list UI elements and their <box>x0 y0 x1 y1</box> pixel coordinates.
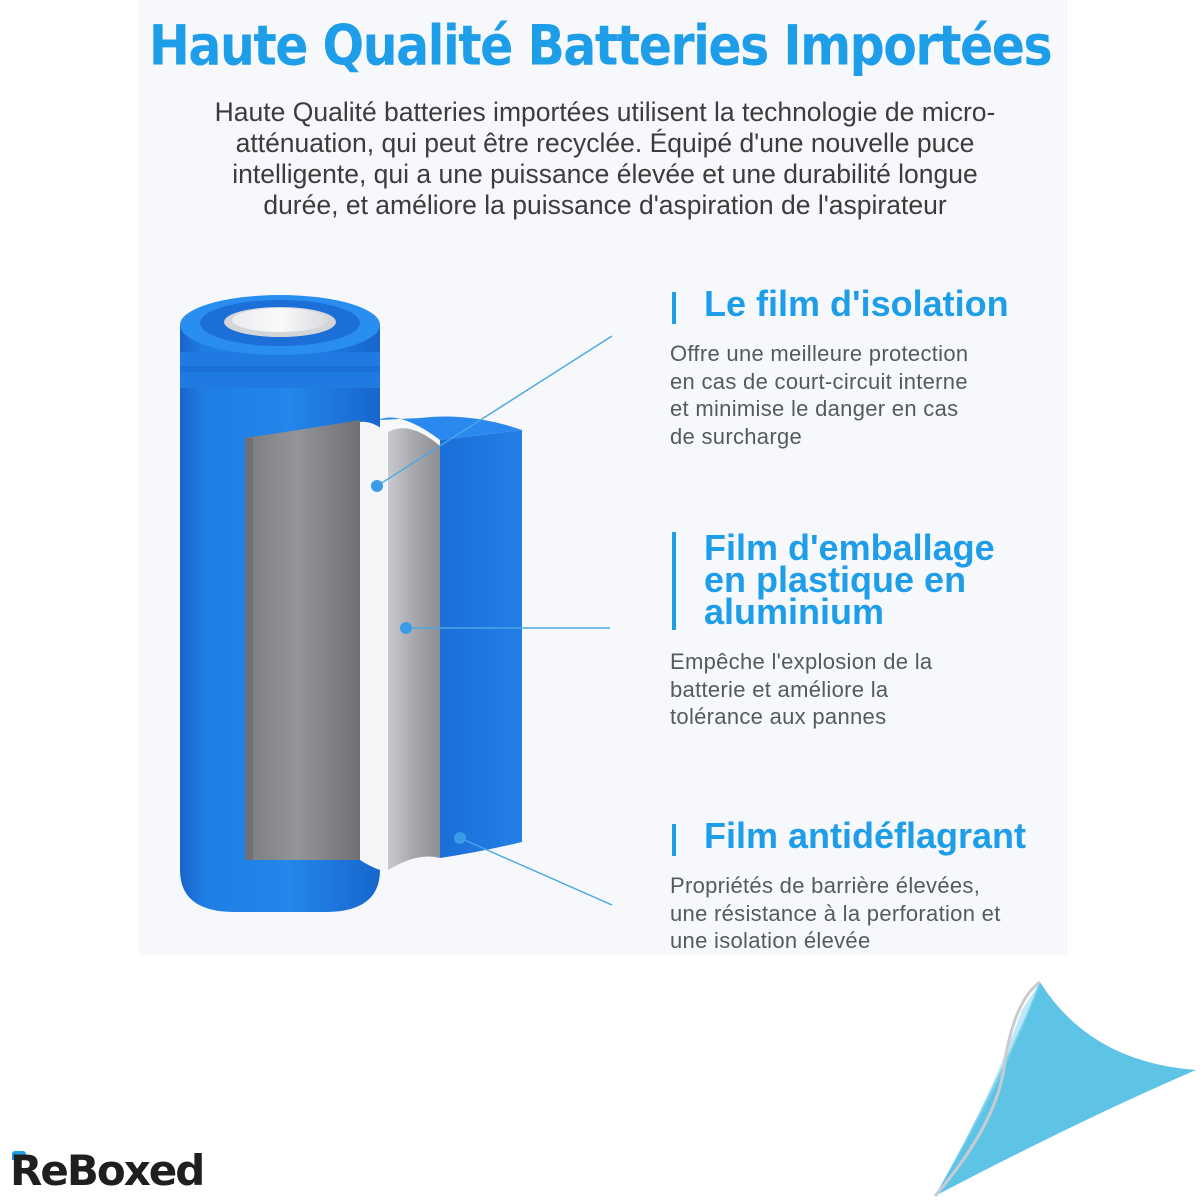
feature-description: Empêche l'explosion de la batterie et am… <box>670 648 1070 731</box>
feature-description-line: et minimise le danger en cas <box>670 396 959 421</box>
feature-aluminium-plastic-film: Film d'emballage en plastique en alumini… <box>670 527 1070 731</box>
feature-explosion-proof-film: Film antidéflagrant Propriétés de barriè… <box>670 815 1070 955</box>
feature-description-line: en cas de court-circuit interne <box>670 368 968 394</box>
accent-bar <box>672 532 676 630</box>
page-headline: Haute Qualité Batteries Importées <box>148 14 1053 78</box>
feature-description: Propriétés de barrière élevées, une rési… <box>670 872 1070 955</box>
feature-title: Le film d'isolation <box>704 283 1070 324</box>
feature-title-line: Film d'emballage <box>704 527 995 568</box>
feature-description-line: Empêche l'explosion de la <box>670 649 933 674</box>
feature-title-line: aluminium <box>704 591 885 632</box>
feature-title: Film d'emballage en plastique en alumini… <box>704 527 1070 632</box>
accent-bar <box>672 292 676 324</box>
feature-description-line: Offre une meilleure protection <box>670 341 969 366</box>
intro-line: atténuation, qui peut être recyclée. Équ… <box>235 128 975 158</box>
feature-title-line: Le film d'isolation <box>704 283 1009 324</box>
logo-accent-mark <box>12 1151 26 1160</box>
accent-bar <box>672 824 676 856</box>
feature-description-line: batterie et améliore la <box>670 676 889 702</box>
feature-description-line: une résistance à la perforation et <box>670 900 1001 926</box>
feature-title-line: Film antidéflagrant <box>704 815 1027 856</box>
intro-line: durée, et améliore la puissance d'aspira… <box>263 190 947 220</box>
feature-description-line: tolérance aux pannes <box>670 704 887 729</box>
intro-paragraph: Haute Qualité batteries importées utilis… <box>140 97 1070 221</box>
feature-title-line: en plastique en <box>704 559 967 600</box>
feature-description-line: une isolation élevée <box>670 928 871 953</box>
intro-line: intelligente, qui a une puissance élevée… <box>232 159 978 189</box>
feature-description: Offre une meilleure protection en cas de… <box>670 340 1070 450</box>
brand-logo: ReBoxed <box>10 1146 205 1195</box>
intro-line: Haute Qualité batteries importées utilis… <box>214 97 996 127</box>
feature-description-line: de surcharge <box>670 423 803 449</box>
feature-title: Film antidéflagrant <box>704 815 1070 856</box>
feature-insulation-film: Le film d'isolation Offre une meilleure … <box>670 283 1070 450</box>
feature-description-line: Propriétés de barrière élevées, <box>670 873 981 898</box>
